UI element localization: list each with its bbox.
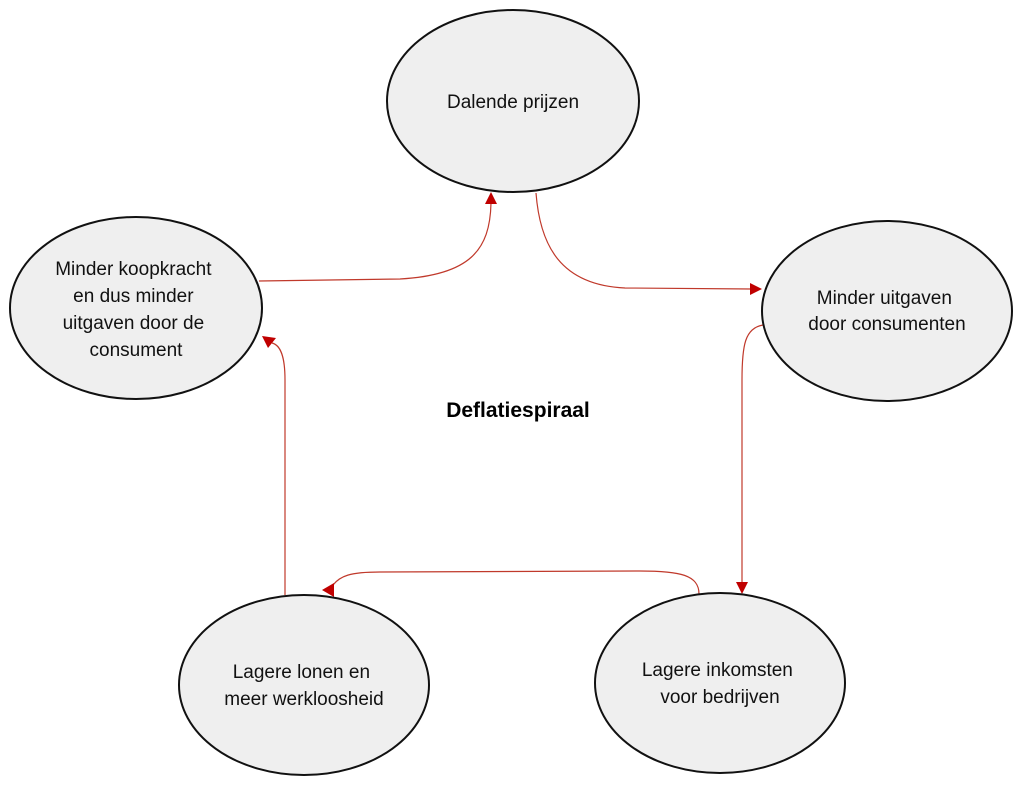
svg-text:Minder koopkracht en dus: Minder koopkracht en dus minder uitgaven…	[55, 259, 217, 361]
node-ellipse	[761, 220, 1013, 402]
edge-minder-koopkracht-to-dalende-prijzen	[258, 202, 492, 282]
node-ellipse	[178, 594, 430, 776]
node-label-line: consument	[90, 340, 184, 361]
svg-text:Minder uitgaven door con: Minder uitgaven door consumenten	[808, 288, 965, 335]
edge-minder-uitgaven-to-lagere-inkomsten	[741, 324, 764, 583]
node-label-line: voor bedrijven	[660, 687, 779, 708]
svg-text:Lagere lonen en meer wer: Lagere lonen en meer werkloosheid	[224, 662, 383, 710]
node-label-line: Minder uitgaven	[817, 288, 952, 309]
svg-text:Dalende prijzen: Dalende prijzen	[447, 92, 579, 113]
arrowhead-left	[322, 583, 334, 597]
edge-lagere-lonen-to-minder-koopkracht	[271, 342, 286, 595]
node-minder-uitgaven: Minder uitgaven door consumenten	[761, 220, 1013, 402]
node-lagere-inkomsten: Lagere inkomsten voor bedrijven	[594, 592, 846, 774]
node-ellipse	[386, 9, 640, 193]
arrowhead-up	[485, 192, 497, 204]
node-lagere-lonen: Lagere lonen en meer werkloosheid	[178, 594, 430, 776]
arrowhead-up-left	[262, 336, 276, 348]
svg-text:Lagere inkomsten voor be: Lagere inkomsten voor bedrijven	[642, 660, 798, 708]
connectors	[258, 192, 764, 597]
node-ellipse	[594, 592, 846, 774]
arrowhead-down	[736, 582, 748, 594]
diagram-title: Deflatiespiraal	[446, 399, 590, 422]
arrowhead-right	[750, 283, 762, 295]
edge-dalende-prijzen-to-minder-uitgaven	[535, 192, 753, 290]
node-minder-koopkracht: Minder koopkracht en dus minder uitgaven…	[9, 216, 263, 400]
node-label-line: Minder koopkracht	[55, 259, 212, 280]
node-label-line: door consumenten	[808, 314, 965, 335]
node-ellipse	[9, 216, 263, 400]
node-label-line: uitgaven door de	[63, 313, 205, 334]
node-label-line: Lagere inkomsten	[642, 660, 793, 681]
node-label-line: en dus minder	[73, 286, 194, 307]
node-label-line: meer werkloosheid	[224, 689, 383, 710]
node-label-line: Lagere lonen en	[233, 662, 370, 683]
edge-lagere-inkomsten-to-lagere-lonen	[332, 570, 700, 595]
node-label-line: Dalende prijzen	[447, 92, 579, 113]
node-dalende-prijzen: Dalende prijzen	[386, 9, 640, 193]
